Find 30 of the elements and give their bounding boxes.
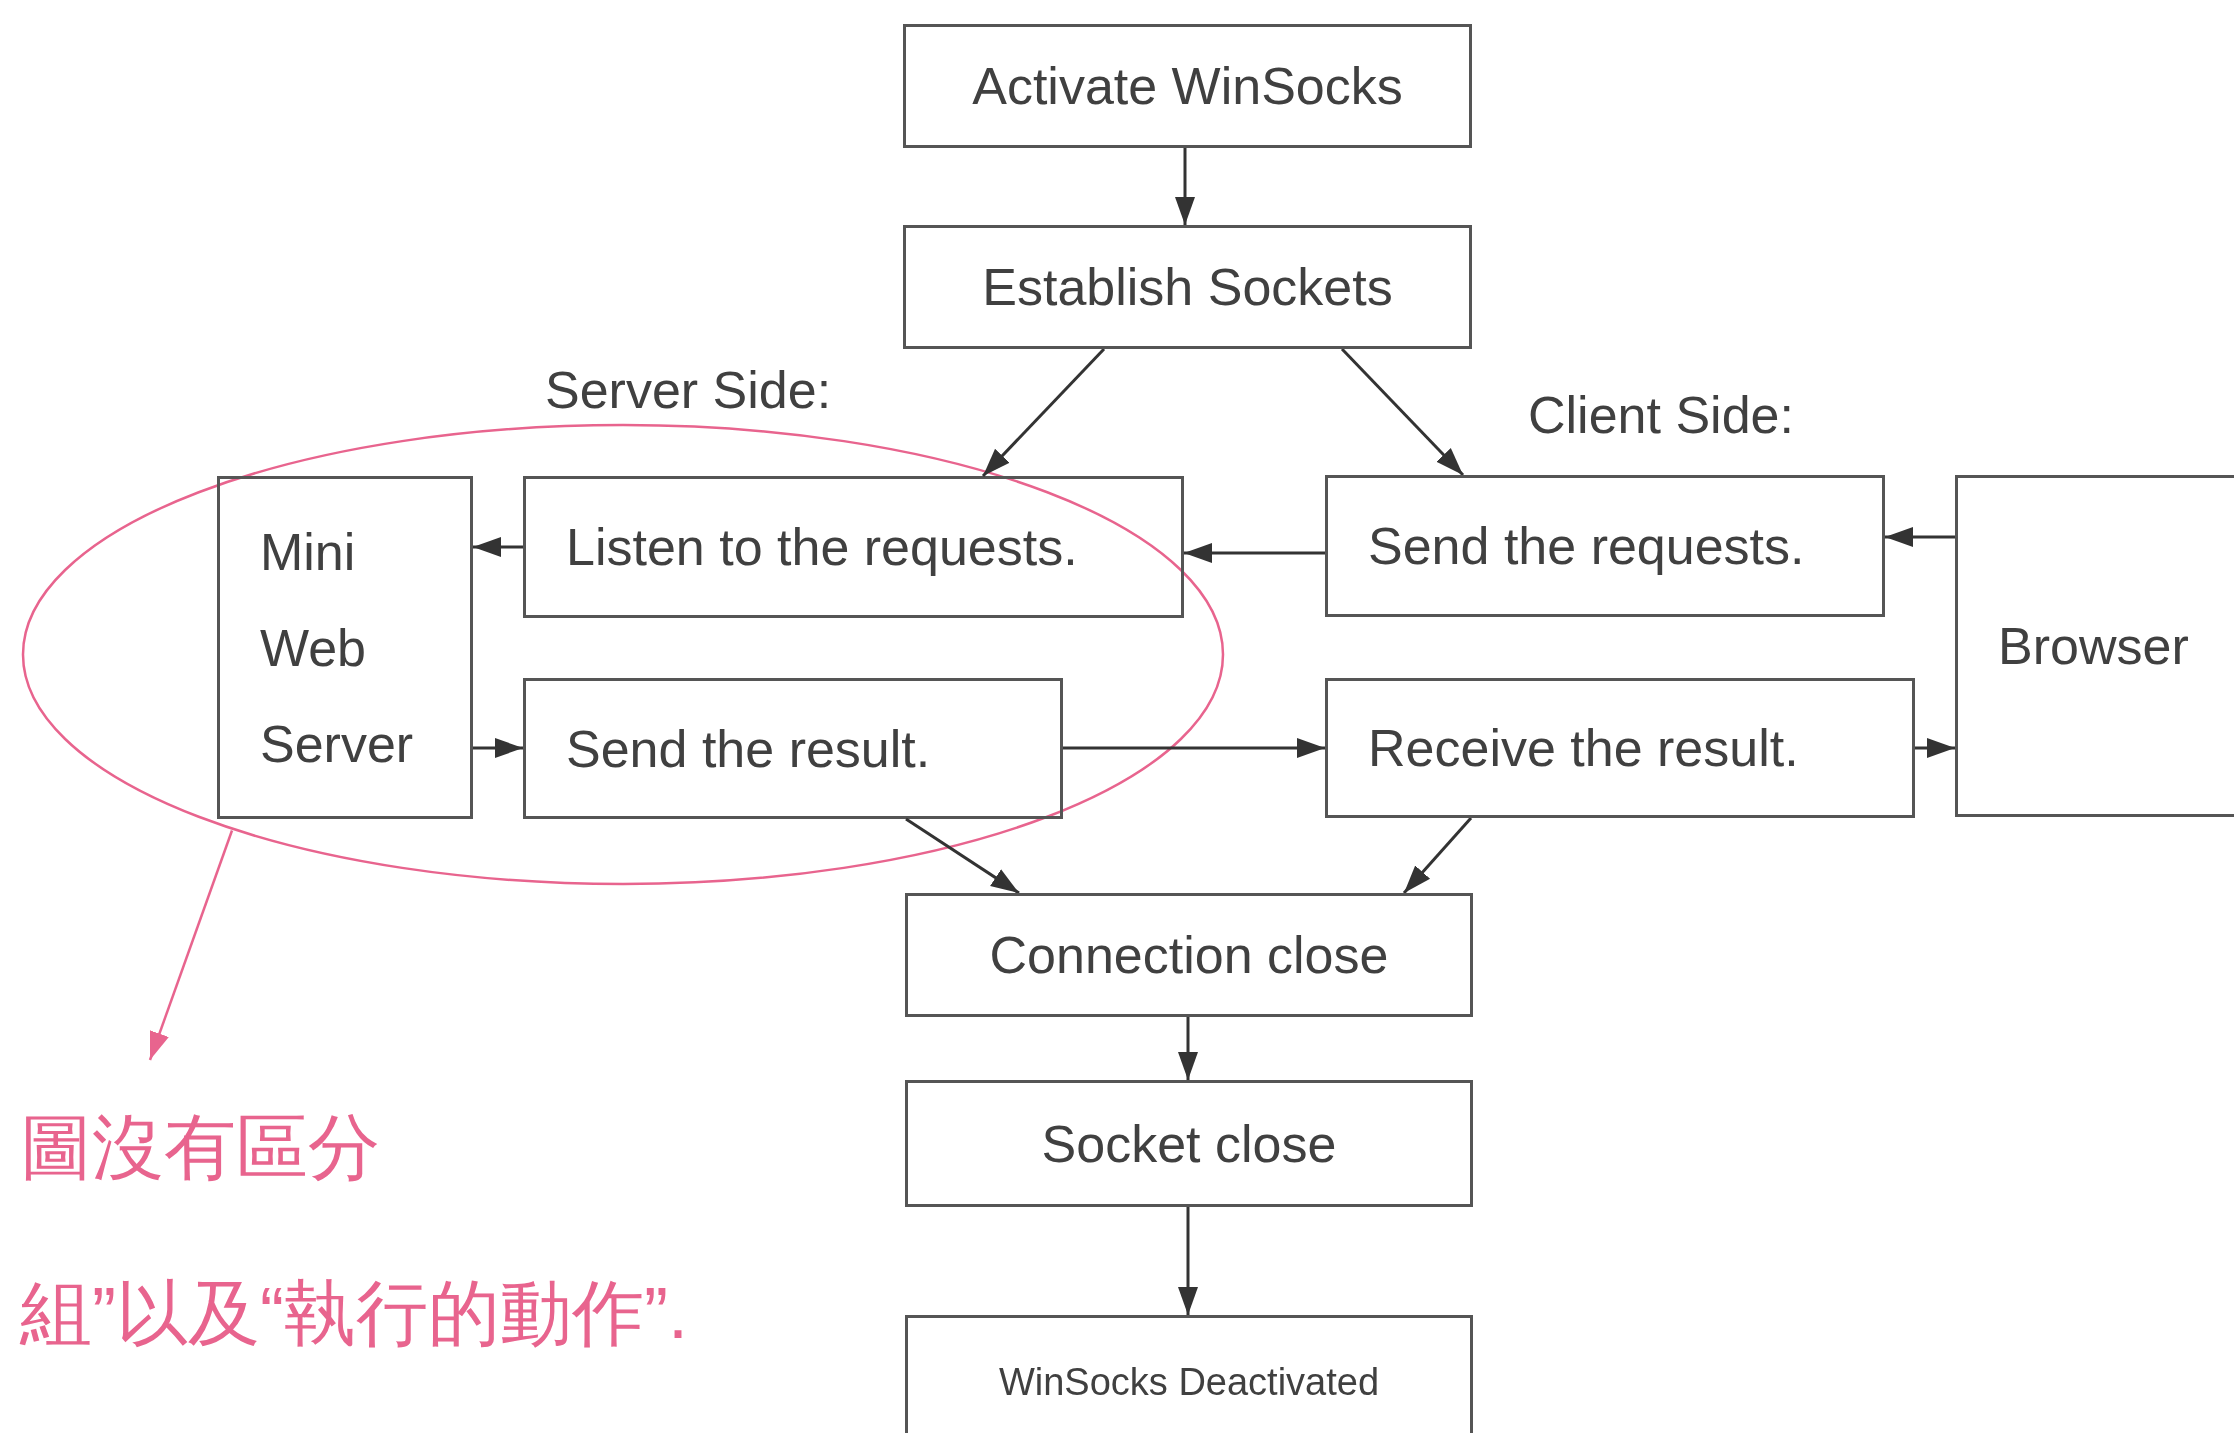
arrow — [1178, 1017, 1198, 1080]
arrow — [1175, 148, 1195, 225]
process-box: WinSocks Deactivated — [905, 1315, 1473, 1433]
process-box: Socket close — [905, 1080, 1473, 1207]
arrow — [473, 738, 523, 758]
section-label: Client Side: — [1528, 385, 1794, 445]
annotation-ellipse — [21, 423, 1225, 886]
arrow — [1402, 817, 1473, 894]
process-box: Browser — [1955, 475, 2234, 817]
arrow — [905, 817, 1020, 895]
arrow — [473, 537, 523, 557]
arrow — [1915, 738, 1955, 758]
arrow — [1063, 738, 1325, 758]
arrow — [1178, 1207, 1198, 1315]
process-box: Send the requests. — [1325, 475, 1885, 617]
section-label: Server Side: — [545, 360, 832, 420]
arrow — [1184, 543, 1325, 563]
note-text: 圖沒有區分 — [20, 1106, 381, 1189]
process-box: Send the result. — [523, 678, 1063, 819]
process-box: Receive the result. — [1325, 678, 1915, 818]
note-text: 組”以及“執行的動作”. — [20, 1272, 689, 1355]
process-box: Listen to the requests. — [523, 476, 1184, 618]
process-box: Connection close — [905, 893, 1473, 1017]
arrow — [981, 347, 1106, 478]
arrow — [1340, 347, 1465, 477]
arrow — [1885, 527, 1955, 547]
arrow — [148, 830, 234, 1061]
process-box: Establish Sockets — [903, 225, 1472, 349]
process-box: Mini Web Server — [217, 476, 473, 819]
process-box: Activate WinSocks — [903, 24, 1472, 148]
